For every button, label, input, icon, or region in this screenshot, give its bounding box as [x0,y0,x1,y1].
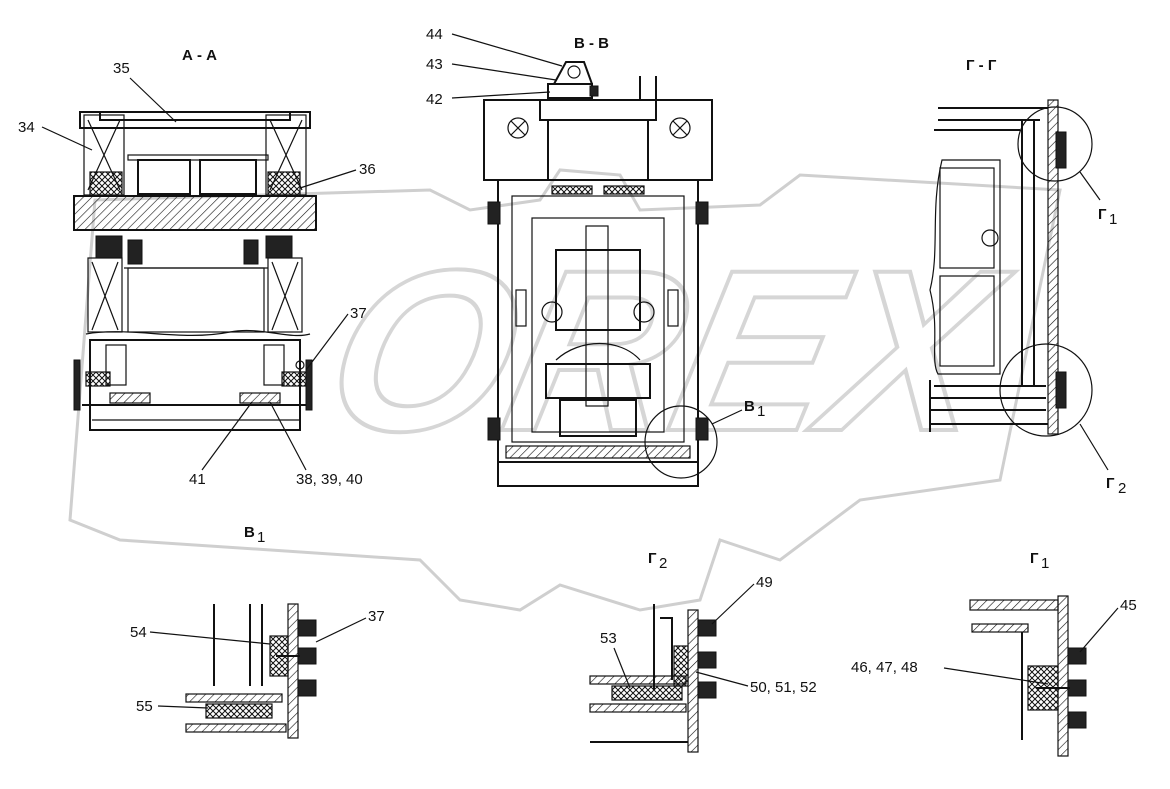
callout-b1-sub: 1 [757,403,765,420]
detail-b1-title: В [244,524,255,541]
detail-g1: Г 1 45 46, 47, 48 [851,550,1137,757]
callout-b1: В [744,398,755,415]
view-bb-title: В - В [574,35,609,52]
detail-g1-sub: 1 [1041,555,1049,572]
view-gg-title: Г - Г [966,57,997,74]
detail-g2-sub: 2 [659,555,667,572]
view-aa-title: А - А [182,47,217,64]
label-49: 49 [756,574,773,591]
detail-g2-title: Г [648,550,657,567]
callout-g2-sub: 2 [1118,480,1126,497]
label-35: 35 [113,60,130,77]
callout-g1: Г [1098,206,1107,223]
callout-g2: Г [1106,475,1115,492]
label-44: 44 [426,26,443,43]
label-54: 54 [130,624,147,641]
label-34: 34 [18,119,35,136]
detail-g1-title: Г [1030,550,1039,567]
label-45: 45 [1120,597,1137,614]
label-46-47-48: 46, 47, 48 [851,659,918,676]
label-36: 36 [359,161,376,178]
label-53: 53 [600,630,617,647]
label-37: 37 [350,305,367,322]
label-41: 41 [189,471,206,488]
view-gg: Г - Г Г 1 Г 2 [929,57,1126,497]
svg-text:OREX: OREX [308,222,1026,479]
watermark-logo: OREX [68,168,1062,612]
detail-g2: Г 2 53 49 50, 51, 52 [589,550,817,753]
label-43: 43 [426,56,443,73]
view-bb: В - В [426,26,765,487]
label-50-51-52: 50, 51, 52 [750,679,817,696]
callout-g1-sub: 1 [1109,211,1117,228]
detail-b1: В 1 54 55 37 [130,524,385,739]
label-42: 42 [426,91,443,108]
label-55: 55 [136,698,153,715]
label-38-39-40: 38, 39, 40 [296,471,363,488]
view-aa: А - А [18,47,376,488]
detail-b1-sub: 1 [257,529,265,546]
label-37-detail: 37 [368,608,385,625]
